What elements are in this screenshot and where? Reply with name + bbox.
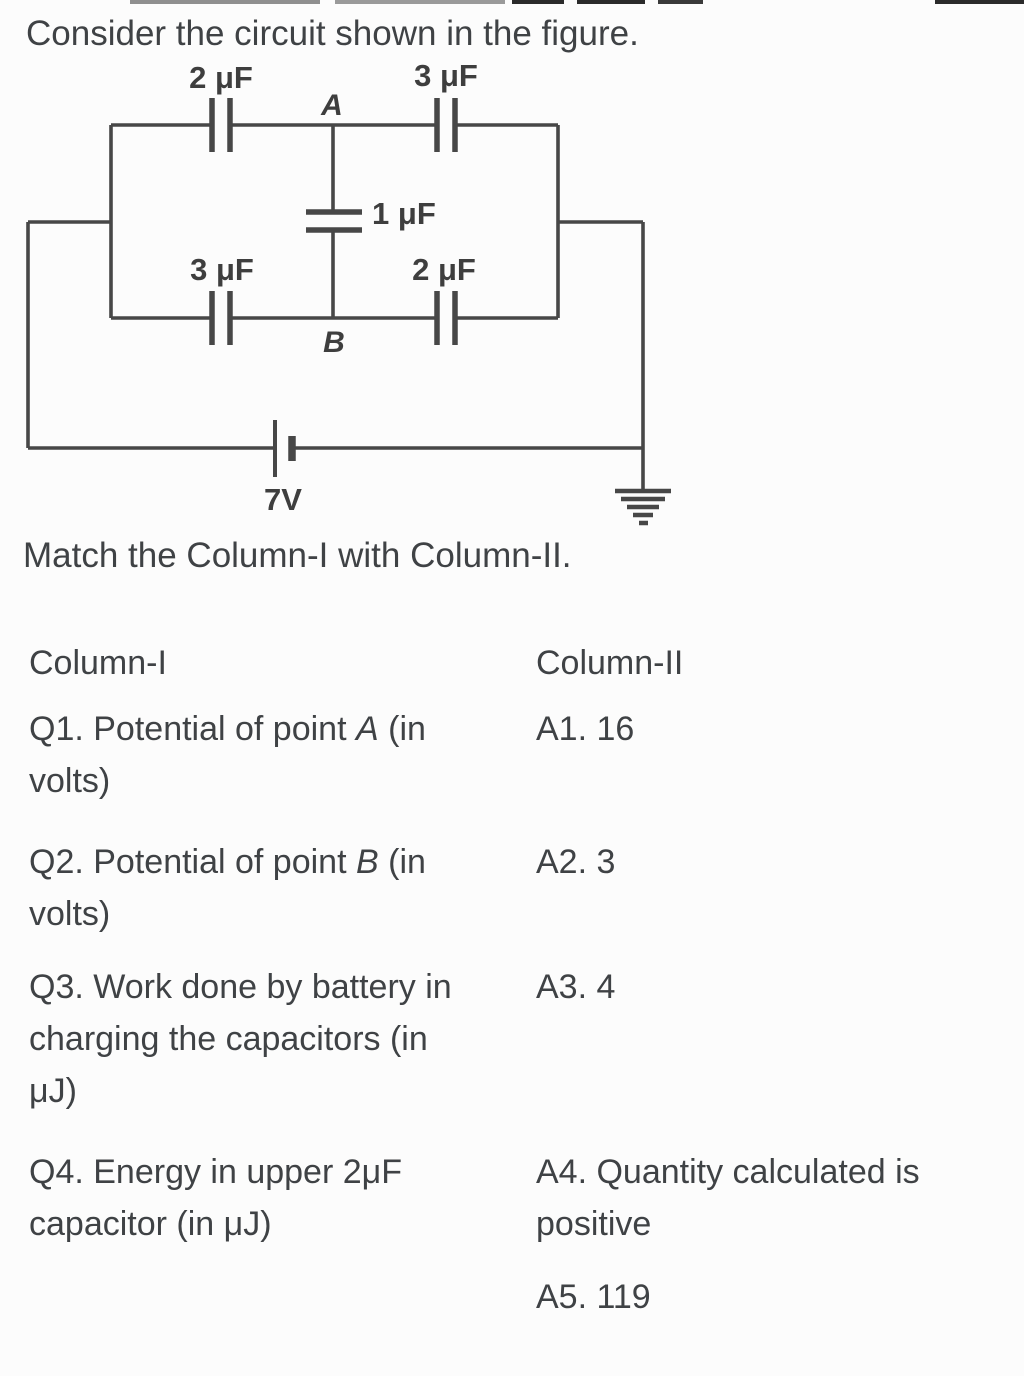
question-q4: Q4. Energy in upper 2μF capacitor (in μJ… xyxy=(29,1153,403,1243)
question-q3: Q3. Work done by battery in charging the… xyxy=(29,968,452,1110)
cap-top-right-label: 3 μF xyxy=(414,58,478,93)
q1-text: Q1. Potential of point xyxy=(29,710,356,748)
cap-top-left-label: 2 μF xyxy=(189,60,253,95)
page-title: Consider the circuit shown in the figure… xyxy=(26,14,639,53)
column1-header: Column-I xyxy=(29,644,167,682)
q1-point-label: A xyxy=(355,710,379,748)
question-q2: Q2. Potential of point B (in volts) xyxy=(29,836,521,940)
q2-text-cont: (in volts) xyxy=(29,843,426,933)
cap-bottom-right-label: 2 μF xyxy=(412,252,476,287)
top-crop-artifact-bar xyxy=(0,0,1024,6)
cap-middle-label: 1 μF xyxy=(372,196,436,231)
answer-a1: A1. 16 xyxy=(536,710,635,748)
answer-a2: A2. 3 xyxy=(536,843,616,881)
battery-voltage-label: 7V xyxy=(264,482,302,517)
answer-a4: A4. Quantity calculated is positive xyxy=(536,1153,920,1243)
artifact-dash xyxy=(130,0,320,4)
match-heading: Match the Column-I with Column-II. xyxy=(23,536,572,575)
artifact-dash xyxy=(577,0,645,4)
artifact-dash xyxy=(935,0,1024,4)
ground-icon xyxy=(615,488,671,526)
capacitor-circuit-diagram: 2 μF 3 μF A 1 μF 3 μF 2 μF B 7V xyxy=(26,58,671,526)
artifact-dash xyxy=(658,0,703,4)
answer-a5: A5. 119 xyxy=(536,1278,651,1316)
node-b-label: B xyxy=(323,326,345,359)
cap-bottom-left-label: 3 μF xyxy=(190,252,254,287)
column2-header: Column-II xyxy=(536,644,684,682)
q2-point-label: B xyxy=(355,843,379,881)
artifact-dash xyxy=(335,0,505,4)
q2-text: Q2. Potential of point xyxy=(29,843,356,881)
node-a-label: A xyxy=(320,89,343,122)
q1-text-cont: (in volts) xyxy=(29,710,426,800)
artifact-dash xyxy=(512,0,564,4)
answer-a3: A3. 4 xyxy=(536,968,616,1006)
question-q1: Q1. Potential of point A (in volts) xyxy=(29,703,521,807)
